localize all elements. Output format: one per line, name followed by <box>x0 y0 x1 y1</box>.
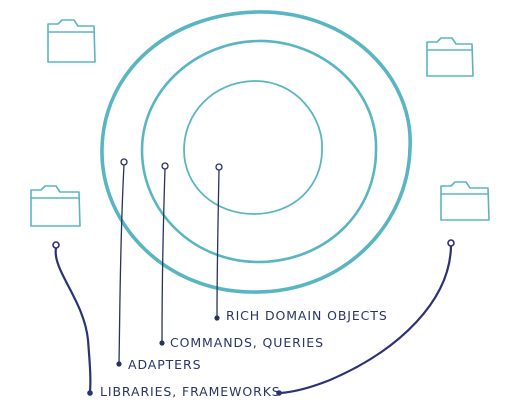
connector-adapters <box>116 158 128 367</box>
folder-icon <box>440 181 490 221</box>
folder-icon <box>47 19 96 63</box>
folder-icon <box>30 185 81 227</box>
libraries-frameworks-label: Libraries, Frameworks <box>100 384 281 399</box>
outer-ring <box>100 10 412 294</box>
connector-rich-domain <box>214 163 223 321</box>
rings <box>100 10 412 294</box>
adapters-label: Adapters <box>128 357 202 372</box>
commands-queries-label: Commands, Queries <box>170 335 324 350</box>
rich-domain-objects-label: Rich Domain objects <box>226 308 388 323</box>
connector-commands-queries <box>159 162 169 346</box>
inner-ring <box>183 80 323 215</box>
connector-libraries-left <box>52 241 93 396</box>
connector-libraries-right <box>276 239 455 396</box>
folder-icon <box>426 37 474 77</box>
middle-ring <box>140 39 378 264</box>
